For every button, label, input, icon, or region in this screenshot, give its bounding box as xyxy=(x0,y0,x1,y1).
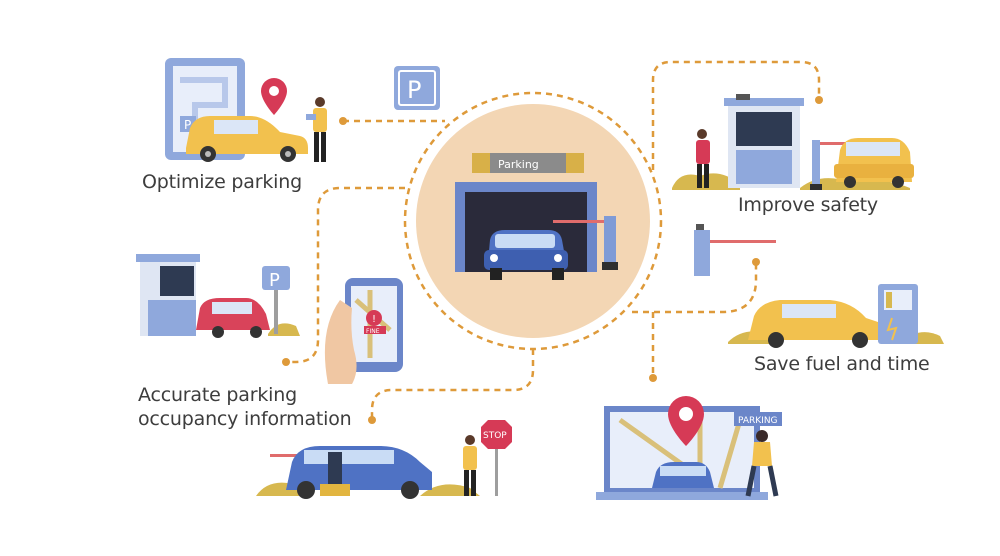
parking-p-sign-top: P xyxy=(394,66,440,110)
label-occupancy-line2: occupancy information xyxy=(138,408,352,430)
parking-placard-label: PARKING xyxy=(738,416,778,426)
dashed-connectors xyxy=(286,60,821,420)
label-occupancy-info: Accurate parking occupancy information xyxy=(138,383,352,431)
svg-text:!: ! xyxy=(372,314,376,325)
gate-checkpoint-illustration: STOP xyxy=(256,420,512,499)
improve-safety-illustration xyxy=(672,94,914,190)
fine-label: FINE xyxy=(366,328,380,335)
save-fuel-illustration xyxy=(728,284,944,348)
connector-dots xyxy=(282,96,823,424)
phone-app-illustration: ! FINE xyxy=(324,278,403,384)
map-p-label: P xyxy=(184,118,191,132)
label-occupancy-line1: Accurate parking xyxy=(138,384,297,406)
label-improve-safety: Improve safety xyxy=(738,194,878,216)
occupancy-booth-illustration: P xyxy=(136,254,300,338)
navigation-illustration: PARKING xyxy=(596,396,782,500)
optimize-parking-illustration: P xyxy=(165,58,327,162)
label-optimize-parking: Optimize parking xyxy=(142,171,302,193)
central-garage-illustration: Parking xyxy=(416,104,650,338)
label-save-fuel: Save fuel and time xyxy=(754,353,930,375)
garage-sign-label: Parking xyxy=(498,158,539,171)
booth-p-sign-label: P xyxy=(269,270,280,291)
stop-sign-label: STOP xyxy=(483,431,507,441)
barrier-post-illustration xyxy=(694,224,776,276)
p-sign-top-label: P xyxy=(407,76,421,104)
